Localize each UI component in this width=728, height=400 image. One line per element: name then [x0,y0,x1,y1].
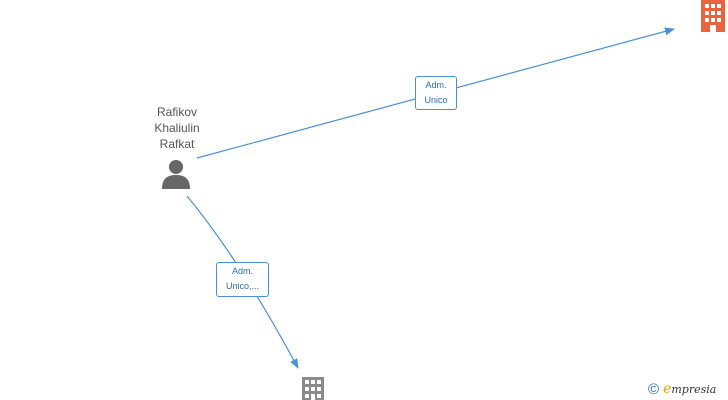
copyright-icon: © [648,380,660,398]
person-name-line-3: Rafkat [159,137,195,151]
building-icon-secondary[interactable] [300,377,326,400]
brand-logo-text: mpresia [671,382,717,396]
edge-label-adm-unico-more[interactable]: Adm. Unico,... [216,262,269,297]
edge-label-adm-unico[interactable]: Adm. Unico [415,76,457,110]
edge-label-1-line-2: Unico [424,95,448,105]
person-name-line-2: Khaliulin [154,121,200,135]
edge-label-2-line-2: Unico,... [225,281,259,291]
person-name-line-1: Rafikov [156,105,197,119]
building-icon[interactable] [698,0,728,32]
person-name-label[interactable]: Rafikov Khaliulin Rafkat [132,104,222,152]
brand-logo: © e mpresia [648,379,716,399]
edge-label-2-line-1: Adm. [231,266,253,276]
person-icon[interactable] [160,158,192,190]
brand-logo-initial: e [663,381,672,397]
edge-label-1-line-1: Adm. [425,80,447,90]
